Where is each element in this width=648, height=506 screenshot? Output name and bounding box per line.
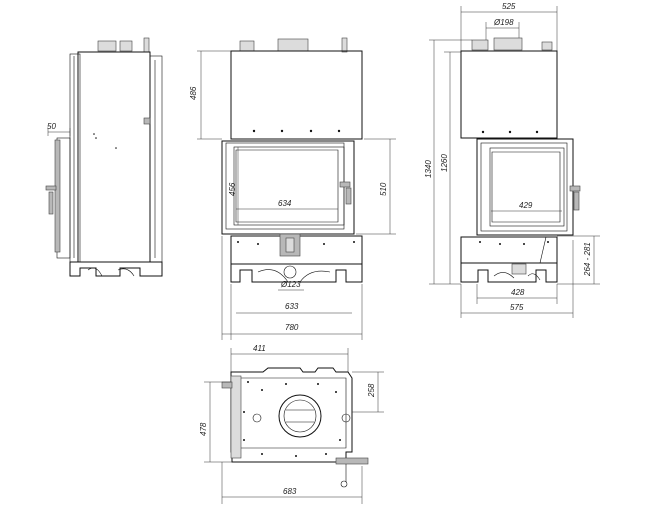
dim-plan-depth-258: 258 <box>367 383 376 398</box>
bolt-row-top <box>252 129 341 133</box>
front-view: 486 456 634 510 Ø123 633 780 <box>189 37 396 340</box>
dim-right-glass-width: 429 <box>519 201 533 210</box>
dim-front-total-width: 780 <box>285 323 299 332</box>
dim-plan-width-683: 683 <box>283 487 297 496</box>
side-view: 50 <box>45 37 163 277</box>
dim-right-leg-range: 264 - 281 <box>583 242 592 277</box>
dim-side-offset: 50 <box>47 122 56 131</box>
dim-front-flue-diameter: Ø123 <box>280 280 301 289</box>
dim-plan-depth-478: 478 <box>199 422 208 436</box>
dim-right-top-width: 525 <box>502 2 516 11</box>
right-view: 525 Ø198 429 <box>424 2 600 318</box>
plan-bolts <box>243 381 341 457</box>
dim-front-base-width: 633 <box>285 302 299 311</box>
dim-right-total-width: 575 <box>510 303 524 312</box>
dim-front-glass-width: 634 <box>278 199 292 208</box>
dim-right-flue-diameter: Ø198 <box>493 18 514 27</box>
dim-right-base-width: 428 <box>511 288 525 297</box>
dim-right-total-height: 1340 <box>424 160 433 178</box>
bolt-row-bottom <box>237 241 355 245</box>
dim-right-height-2: 1260 <box>440 154 449 172</box>
bolt-row-right-top <box>481 130 539 134</box>
bolt-row-right-bottom <box>479 241 549 245</box>
plan-view: 411 258 <box>199 344 384 504</box>
dim-front-opening-height: 510 <box>379 182 388 196</box>
dim-front-glass-height: 456 <box>228 182 237 196</box>
dim-front-top-height: 486 <box>189 86 198 100</box>
dim-plan-width-411: 411 <box>253 344 266 353</box>
